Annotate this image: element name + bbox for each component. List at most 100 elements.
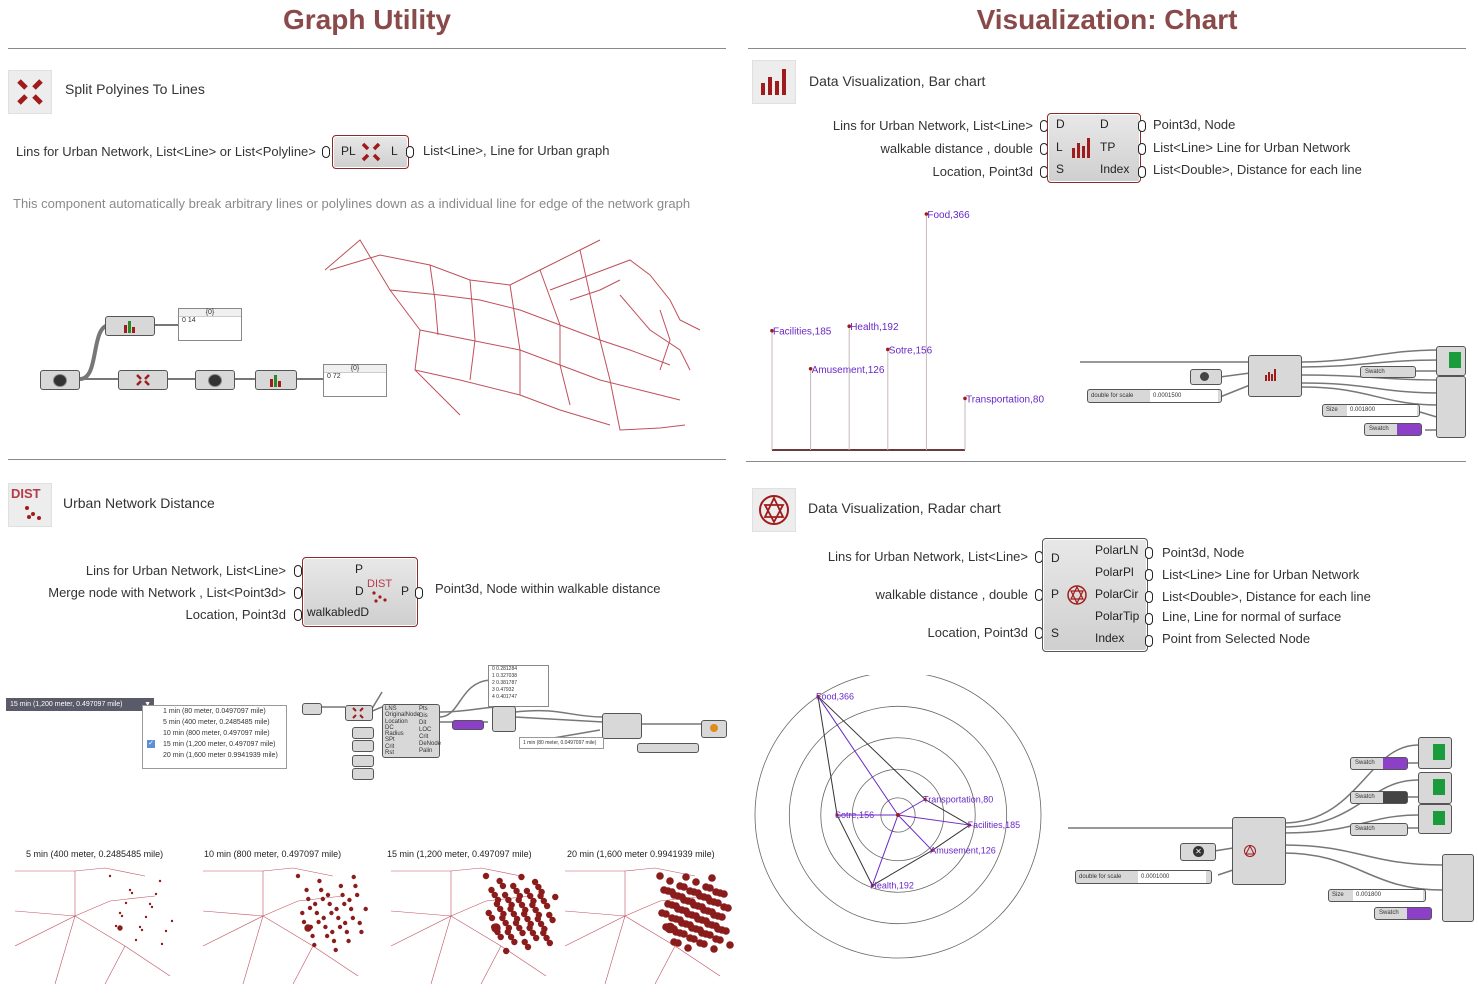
text-tag-node[interactable] [1442, 854, 1474, 922]
geometry-param-node[interactable]: ✕ [1180, 843, 1216, 861]
node-dot [552, 893, 559, 901]
output-grip[interactable] [415, 587, 423, 599]
node-dot [524, 943, 532, 951]
bar-chart: Facilities,185Amusement,126Health,192Sot… [770, 210, 1044, 451]
panel-header: {0} [324, 365, 386, 373]
radar-chart-component[interactable]: D P S PolarLN PolarPl PolarCir PolarTip … [1042, 538, 1148, 652]
output-grip[interactable] [1145, 547, 1153, 559]
curve-param-node[interactable] [40, 370, 80, 390]
output-grip[interactable] [1145, 591, 1153, 603]
input-grip[interactable] [322, 146, 330, 158]
point-param-node[interactable] [352, 768, 374, 780]
mini-dropdown[interactable]: 1 min (80 meter, 0.0497097 mile) [519, 737, 604, 749]
node-dot [330, 929, 335, 935]
split-node[interactable] [345, 705, 373, 721]
dist-output-label: Point3d, Node within walkable distance [435, 581, 661, 596]
output-grip[interactable] [1138, 143, 1146, 155]
swatch-node[interactable]: Swatch [1350, 791, 1408, 804]
number-slider[interactable] [637, 743, 699, 753]
walk-time-dropdown[interactable]: 15 min (1,200 meter, 0.497097 mile)▼ [6, 698, 154, 711]
mini-panel[interactable]: 0 0.281284 1 0.327038 2 0.381787 3 0.479… [488, 665, 549, 707]
list-length-node[interactable] [105, 316, 155, 336]
panel-header: {0} [179, 309, 241, 317]
swatch-node[interactable]: Swatch [1350, 823, 1408, 836]
swatch-node[interactable]: Swatch [1364, 423, 1422, 436]
display-node[interactable] [1418, 772, 1452, 804]
preview-node[interactable] [701, 720, 727, 738]
list-length-node[interactable] [255, 370, 297, 390]
slider-value: 0.0001000 [1138, 871, 1206, 883]
bar-mini-component[interactable] [1248, 355, 1302, 397]
node-dot [698, 903, 706, 911]
swatch-node[interactable] [452, 720, 484, 730]
split-polylines-component[interactable]: PL L [332, 135, 409, 169]
radar-center [896, 813, 900, 817]
mini-port: Crit [419, 734, 429, 740]
point-param-node[interactable] [352, 740, 374, 752]
radar-spoke-amusement [897, 814, 933, 851]
input-grip[interactable] [294, 565, 302, 577]
preview-icon [1433, 779, 1445, 795]
section-title-graph-utility: Graph Utility [282, 4, 451, 35]
urban-network-distance-component[interactable]: P D walkabledD DIST P [302, 557, 418, 627]
swatch-node[interactable]: Swatch [1360, 366, 1416, 378]
swatch-node[interactable]: Swatch [1350, 757, 1408, 770]
node-dot [338, 883, 344, 889]
dist-mini-component[interactable]: LNS OriginalNode Location DC Radius SPt … [382, 704, 442, 758]
swatch-node[interactable]: Swatch [1374, 907, 1432, 920]
node-dot [320, 896, 326, 902]
port-s: S [1056, 162, 1065, 176]
radar-data-label: Transportation,80 [923, 794, 993, 804]
dropdown-option[interactable]: 10 min (800 meter, 0.497097 mile) [163, 730, 270, 737]
curve-param-node[interactable] [195, 370, 235, 390]
bar-chart-component[interactable]: D L S D TP Index [1047, 113, 1141, 183]
dropdown-option[interactable]: 20 min (1,600 meter 0.9941939 mile) [163, 752, 278, 759]
port-p: P [355, 562, 364, 576]
output-grip[interactable] [1138, 166, 1146, 178]
network-line [390, 910, 452, 917]
viz-node[interactable] [602, 713, 642, 739]
curve-param-node[interactable] [302, 703, 322, 715]
node-dot [710, 945, 718, 953]
node-dot [702, 917, 710, 925]
network-line [390, 915, 452, 984]
input-grip[interactable] [294, 587, 302, 599]
dropdown-option[interactable]: 5 min (400 meter, 0.2485485 mile) [163, 719, 270, 726]
output-grip[interactable] [1138, 120, 1146, 132]
port-d: D [1056, 117, 1065, 131]
node-dot [491, 891, 498, 899]
mini-port: DeNode [419, 741, 442, 747]
swatch-label: Swatch [1355, 826, 1375, 832]
dropdown-option-selected[interactable]: ✓15 min (1,200 meter, 0.497097 mile) [143, 739, 286, 750]
point-param-node[interactable] [352, 727, 374, 739]
display-node[interactable] [1418, 804, 1452, 834]
panel-count-14[interactable]: {0} 0 14 [178, 308, 242, 341]
radar-mini-component[interactable] [1232, 817, 1286, 885]
geometry-param-node[interactable] [1190, 369, 1222, 385]
output-grip[interactable] [406, 146, 414, 158]
output-grip[interactable] [1145, 569, 1153, 581]
mini-port: LNS [385, 706, 397, 712]
output-grip[interactable] [1145, 635, 1153, 647]
dist-viz-node[interactable] [492, 706, 516, 732]
input-grip[interactable] [294, 609, 302, 621]
network-line [450, 895, 532, 917]
network-line [74, 867, 146, 877]
text-tag-node[interactable] [1436, 376, 1466, 438]
display-node[interactable] [1436, 346, 1466, 376]
dropdown-option[interactable]: 1 min (80 meter, 0.0497097 mile) [163, 708, 266, 715]
split-node[interactable] [118, 370, 168, 390]
caption-20min: 20 min (1,600 meter 0.9941939 mile) [567, 849, 715, 859]
port-polarcir: PolarCir [1095, 587, 1139, 601]
point-param-node[interactable] [352, 755, 374, 767]
split-polylines-icon [8, 70, 52, 114]
display-node[interactable] [1418, 737, 1452, 769]
mini-port: LOC [419, 727, 432, 733]
node-dot [482, 872, 490, 880]
output-grip[interactable] [1145, 613, 1153, 625]
panel-count-72[interactable]: {0} 0 72 [323, 364, 387, 397]
